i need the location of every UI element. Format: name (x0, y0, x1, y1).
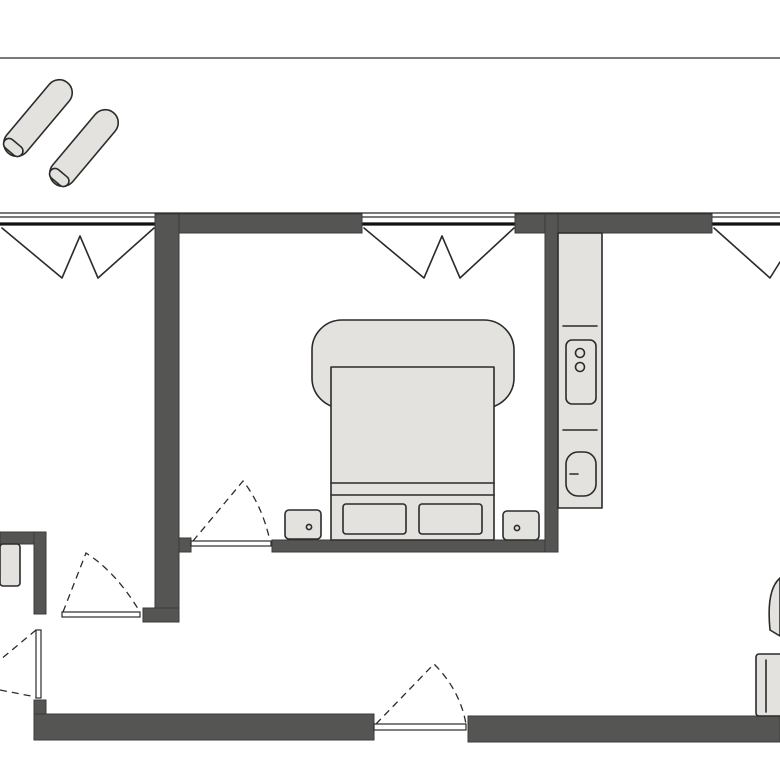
terrace (0, 57, 780, 214)
sun-lounger-left (2, 78, 74, 158)
nightstand-right (502, 510, 540, 541)
pillow-right (418, 503, 483, 535)
sun-lounger-right (48, 108, 120, 188)
double-bed (311, 319, 515, 541)
facade-glazing (0, 216, 780, 226)
sink-icon (565, 451, 597, 497)
bathroom-door-side[interactable] (0, 629, 42, 699)
bedroom-door[interactable] (190, 479, 272, 547)
bifold-door-bedroom[interactable] (363, 227, 515, 279)
armchair (755, 577, 780, 717)
hob-icon (565, 339, 597, 405)
nightstand-left (284, 509, 322, 540)
bifold-door-living[interactable] (713, 227, 780, 279)
bathroom-door-upper[interactable] (61, 552, 141, 618)
entry-door[interactable] (373, 663, 467, 731)
bifold-door-left[interactable] (1, 227, 155, 279)
pillow-left (342, 503, 407, 535)
bathroom-vanity (0, 543, 21, 587)
